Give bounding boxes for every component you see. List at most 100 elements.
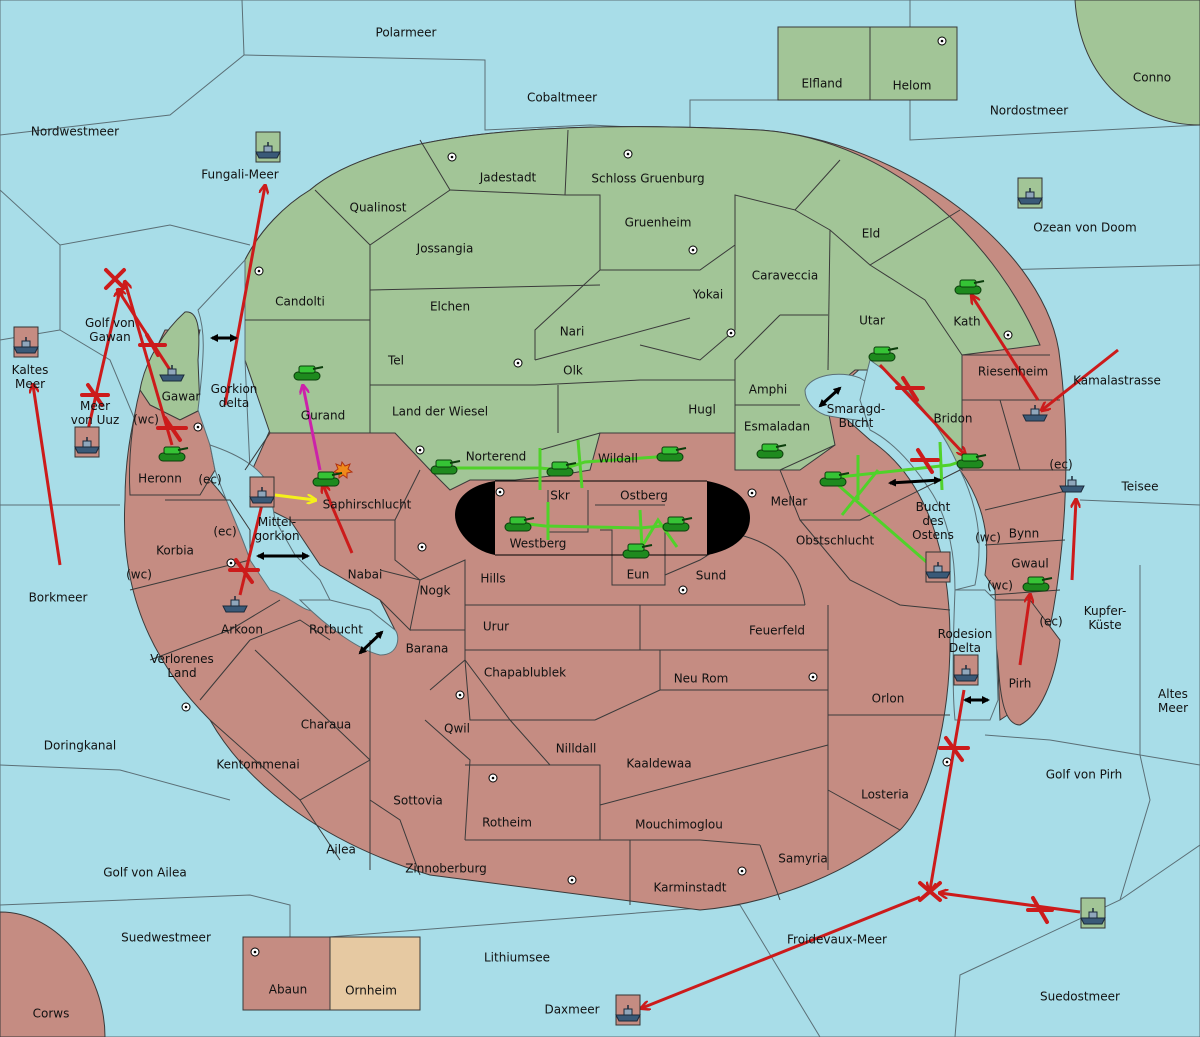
label-feuerfeld: Feuerfeld [749, 624, 805, 638]
label-eld: Eld [862, 227, 881, 241]
coast-tag: (wc) [126, 568, 152, 582]
label-suedwestmeer: Suedwestmeer [121, 931, 211, 945]
label-kaaldewaa: Kaaldewaa [626, 757, 691, 771]
ship-icon [615, 994, 641, 1026]
label-golf-von-ailea: Golf von Ailea [103, 866, 187, 880]
label-ornheim: Ornheim [345, 984, 397, 998]
label-schloss-gruenburg: Schloss Gruenburg [591, 172, 704, 186]
label-helom: Helom [893, 79, 932, 93]
label-tel: Tel [387, 354, 404, 368]
label-karminstadt: Karminstadt [654, 881, 727, 895]
ship-icon [925, 551, 951, 583]
label-nordwestmeer: Nordwestmeer [31, 125, 119, 139]
label-suedostmeer: Suedostmeer [1040, 990, 1120, 1004]
label-yokai: Yokai [692, 288, 724, 302]
coast-tag: (ec) [213, 525, 236, 539]
label-gwaul: Gwaul [1011, 557, 1048, 571]
label-esmaladan: Esmaladan [744, 420, 810, 434]
label-smaragd-bucht: Smaragd-Bucht [827, 402, 886, 430]
province-helom[interactable] [869, 26, 958, 101]
label-qwil: Qwil [444, 722, 470, 736]
label-hugl: Hugl [688, 403, 716, 417]
label-conno: Conno [1133, 71, 1171, 85]
label-elchen: Elchen [430, 300, 470, 314]
label-mittel-gorkion: Mittel-gorkion [254, 515, 299, 543]
coast-tag: (wc) [133, 413, 159, 427]
ship-icon [953, 654, 979, 686]
label-rotbucht: Rotbucht [309, 623, 363, 637]
label-teisee: Teisee [1120, 480, 1158, 494]
label-polarmeer: Polarmeer [376, 26, 437, 40]
label-skr: Skr [550, 489, 570, 503]
label-rotheim: Rotheim [482, 816, 532, 830]
label-candolti: Candolti [275, 295, 325, 309]
ship-icon [13, 326, 39, 358]
label-nabai: Nabai [348, 568, 383, 582]
label-heronn: Heronn [138, 472, 182, 486]
label-korbia: Korbia [156, 544, 194, 558]
label-gawar: Gawar [162, 390, 201, 404]
label-kamalastrasse: Kamalastrasse [1073, 374, 1161, 388]
label-olk: Olk [563, 364, 583, 378]
label-land-der-wiesel: Land der Wiesel [392, 405, 488, 419]
sea-mittel-gorkion[interactable] [209, 444, 331, 612]
label-ailea: Ailea [326, 843, 356, 857]
coast-tag: (ec) [198, 473, 221, 487]
label-amphi: Amphi [749, 383, 787, 397]
label-norterend: Norterend [466, 450, 527, 464]
mainland-north [244, 126, 1041, 491]
ship-icon [1080, 897, 1106, 929]
fleets [13, 131, 1106, 1026]
label-saphirschlucht: Saphirschlucht [323, 498, 412, 512]
coast-tag: (ec) [1049, 458, 1072, 472]
label-utar: Utar [859, 314, 885, 328]
label-hills: Hills [480, 572, 505, 586]
label-mellar: Mellar [771, 495, 808, 509]
label-jadestadt: Jadestadt [479, 171, 537, 185]
label-borkmeer: Borkmeer [29, 591, 88, 605]
supply-center-dot-icon [181, 36, 1013, 957]
label-urur: Urur [483, 620, 509, 634]
label-nilldall: Nilldall [556, 742, 597, 756]
label-obstschlucht: Obstschlucht [796, 534, 875, 548]
province-conno[interactable] [1074, 0, 1200, 126]
province-elfland[interactable] [777, 26, 871, 101]
label-bridon: Bridon [933, 412, 972, 426]
land-borders [129, 129, 1071, 905]
label-ozean-von-doom: Ozean von Doom [1033, 221, 1136, 235]
label-losteria: Losteria [861, 788, 909, 802]
label-riesenheim: Riesenheim [978, 365, 1048, 379]
label-gurand: Gurand [301, 409, 345, 423]
label-elfland: Elfland [801, 77, 842, 91]
label-caraveccia: Caraveccia [752, 269, 818, 283]
province-pirh[interactable] [989, 599, 1061, 726]
ship-icon [1017, 177, 1043, 209]
label-kentommenai: Kentommenai [216, 758, 299, 772]
label-kath: Kath [953, 315, 980, 329]
label-pirh: Pirh [1009, 677, 1032, 691]
ship-icon [249, 476, 275, 508]
label-arkoon: Arkoon [221, 623, 263, 637]
province-corws[interactable] [0, 911, 106, 1037]
ship-icon [255, 131, 281, 163]
label-nogk: Nogk [420, 584, 451, 598]
label-qualinost: Qualinost [350, 201, 407, 215]
label-abaun: Abaun [269, 983, 307, 997]
label-neu-rom: Neu Rom [674, 672, 729, 686]
province-ornheim[interactable] [329, 936, 421, 1011]
label-ostberg: Ostberg [620, 489, 668, 503]
label-doringkanal: Doringkanal [44, 739, 116, 753]
label-jossangia: Jossangia [416, 242, 474, 256]
province-gawar[interactable] [139, 311, 201, 421]
label-chapablublek: Chapablublek [484, 666, 566, 680]
label-barana: Barana [406, 642, 449, 656]
label-nordostmeer: Nordostmeer [990, 104, 1068, 118]
label-golf-von-pirh: Golf von Pirh [1046, 768, 1123, 782]
